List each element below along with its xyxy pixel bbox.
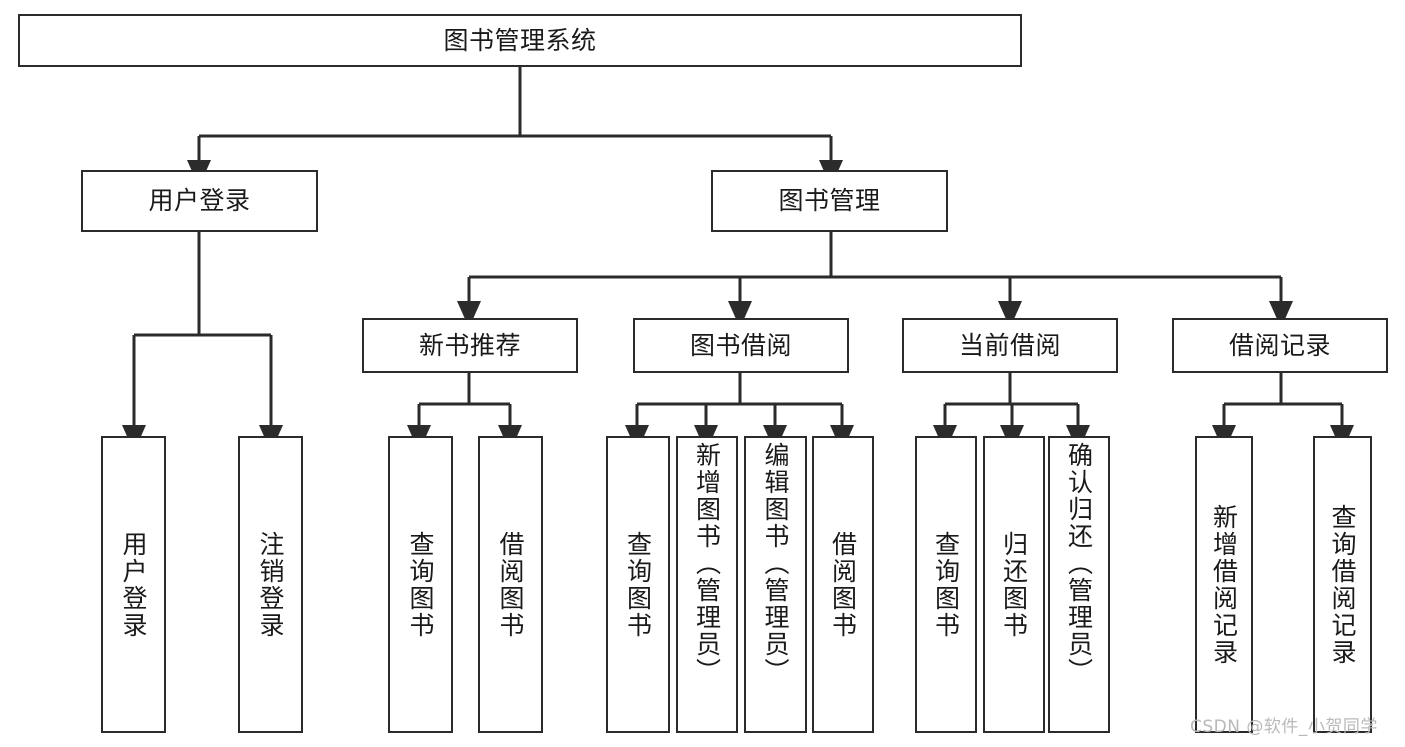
node-borrow-records-label: 借阅记录 xyxy=(1228,330,1331,360)
leaf-confirm-return-admin-label: 确认归还（管理员） xyxy=(1064,442,1094,685)
node-user-login-label: 用户登录 xyxy=(148,186,251,216)
leaf-query-books-borrow[interactable]: 查询图书 xyxy=(606,436,670,733)
leaf-edit-book-admin[interactable]: 编辑图书（管理员） xyxy=(744,436,807,733)
leaf-return-books[interactable]: 归还图书 xyxy=(983,436,1045,733)
node-book-management[interactable]: 图书管理 xyxy=(711,170,948,232)
leaf-query-books-recommend-label: 查询图书 xyxy=(406,530,435,639)
leaf-user-login[interactable]: 用户登录 xyxy=(101,436,166,733)
node-user-login[interactable]: 用户登录 xyxy=(81,170,318,232)
leaf-query-borrow-record[interactable]: 查询借阅记录 xyxy=(1313,436,1372,733)
leaf-add-book-admin[interactable]: 新增图书（管理员） xyxy=(676,436,738,733)
leaf-add-book-admin-label: 新增图书（管理员） xyxy=(692,442,722,685)
node-book-borrow-label: 图书借阅 xyxy=(689,330,792,360)
leaf-borrow-books-recommend[interactable]: 借阅图书 xyxy=(478,436,543,733)
leaf-query-books-recommend[interactable]: 查询图书 xyxy=(388,436,453,733)
leaf-query-books-borrow-label: 查询图书 xyxy=(623,530,653,639)
node-book-management-label: 图书管理 xyxy=(778,186,881,216)
node-current-borrow[interactable]: 当前借阅 xyxy=(902,318,1118,373)
leaf-user-login-label: 用户登录 xyxy=(119,530,148,639)
leaf-query-books-current[interactable]: 查询图书 xyxy=(915,436,977,733)
leaf-confirm-return-admin[interactable]: 确认归还（管理员） xyxy=(1048,436,1110,733)
leaf-return-books-label: 归还图书 xyxy=(999,530,1029,639)
leaf-edit-book-admin-label: 编辑图书（管理员） xyxy=(761,442,790,685)
node-book-borrow[interactable]: 图书借阅 xyxy=(633,318,849,373)
leaf-borrow-books-label: 借阅图书 xyxy=(828,530,858,639)
leaf-query-borrow-record-label: 查询借阅记录 xyxy=(1328,503,1357,666)
leaf-logout[interactable]: 注销登录 xyxy=(238,436,303,733)
node-new-book-recommend[interactable]: 新书推荐 xyxy=(362,318,578,373)
node-root-label: 图书管理系统 xyxy=(443,25,597,55)
leaf-query-books-current-label: 查询图书 xyxy=(931,530,961,639)
leaf-add-borrow-record-label: 新增借阅记录 xyxy=(1209,503,1239,666)
watermark-text: CSDN @软件_小贺同学 xyxy=(1190,717,1378,737)
leaf-add-borrow-record[interactable]: 新增借阅记录 xyxy=(1195,436,1253,733)
leaf-borrow-books[interactable]: 借阅图书 xyxy=(812,436,874,733)
node-borrow-records[interactable]: 借阅记录 xyxy=(1172,318,1388,373)
leaf-logout-label: 注销登录 xyxy=(256,530,285,639)
node-current-borrow-label: 当前借阅 xyxy=(958,330,1061,360)
leaf-borrow-books-recommend-label: 借阅图书 xyxy=(496,530,525,639)
node-new-book-recommend-label: 新书推荐 xyxy=(418,330,521,360)
node-root[interactable]: 图书管理系统 xyxy=(18,14,1022,67)
